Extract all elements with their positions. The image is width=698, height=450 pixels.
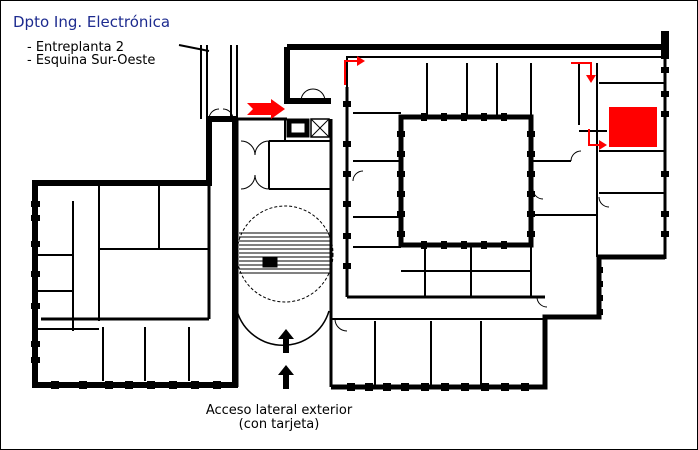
right-wing [284, 31, 669, 390]
department-title: Dpto Ing. Electrónica [13, 13, 171, 31]
access-caption-line1: Acceso lateral exterior [205, 403, 353, 418]
window-marker [31, 215, 40, 221]
red-arrow-right-icon [247, 99, 285, 119]
black-up-arrow-icon [278, 329, 294, 353]
note-corner: - Esquina Sur-Oeste [27, 53, 156, 68]
window-marker [169, 381, 177, 389]
window-markers [31, 67, 669, 391]
route-markers [247, 56, 657, 389]
central-core [235, 117, 334, 387]
window-marker [31, 271, 40, 277]
red-destination-square [609, 107, 657, 147]
window-marker [51, 381, 59, 389]
access-caption-line2: (con tarjeta) [238, 417, 320, 432]
red-route-arrow-icon [588, 129, 601, 146]
window-marker [147, 381, 155, 389]
window-marker [31, 241, 40, 247]
left-wing [32, 44, 238, 388]
window-marker [31, 201, 40, 207]
window-marker [213, 381, 221, 389]
window-marker [191, 381, 199, 389]
black-up-arrow-icon [278, 365, 294, 389]
left-wing-outer-wall [32, 116, 238, 388]
window-marker [105, 381, 113, 389]
window-marker [31, 341, 40, 347]
window-marker [79, 381, 87, 389]
window-marker [31, 357, 40, 363]
note-floor: - Entreplanta 2 [27, 40, 124, 55]
window-marker [125, 381, 133, 389]
red-route-arrow-icon [571, 62, 592, 77]
window-marker [31, 303, 40, 309]
red-route-arrow-icon [344, 60, 359, 85]
